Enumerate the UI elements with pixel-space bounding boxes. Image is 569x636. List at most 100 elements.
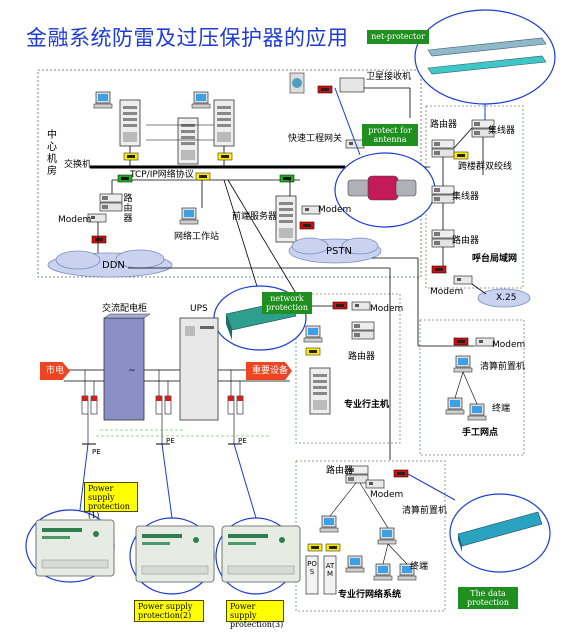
terminal-icon xyxy=(467,403,487,421)
arrester-icon xyxy=(164,395,172,415)
protector-icon xyxy=(91,235,107,244)
protector-icon xyxy=(325,543,341,552)
protector-icon xyxy=(299,221,315,230)
x25-label: X.25 xyxy=(496,293,517,303)
pos-terminal-icon xyxy=(305,555,319,595)
router-left-label: 路由器 xyxy=(123,194,133,224)
router-icon xyxy=(431,139,455,158)
ddn-cloud xyxy=(47,249,173,278)
satellite-receiver-icon xyxy=(339,77,365,93)
manual-branch-frame xyxy=(419,319,525,456)
protector-icon xyxy=(305,347,321,356)
center-room-label: 中心机房 xyxy=(47,130,57,177)
center-room-frame xyxy=(37,69,422,278)
power-supply-device-icon xyxy=(35,519,115,577)
call-center-frame xyxy=(425,105,524,289)
specialty-network-label: 专业行网络系统 xyxy=(338,590,402,600)
front-clearing-label: 清算前置机 xyxy=(480,362,526,372)
protector-icon xyxy=(195,172,211,181)
ps3-callout: Power supply protection(3) xyxy=(226,600,284,629)
router-icon xyxy=(431,229,455,248)
ac-cabinet-icon xyxy=(103,317,145,421)
router-specialty-label: 路由器 xyxy=(348,352,376,362)
terminal-icon xyxy=(345,555,365,573)
modem-specialty-label: Modem xyxy=(370,304,404,314)
mains-label: 市电 xyxy=(46,366,65,376)
ps1-callout: Power supply protection (1) xyxy=(84,482,138,520)
protect-antenna-callout: protect for antenna xyxy=(362,124,418,146)
switch-label: 交换机 xyxy=(64,160,92,170)
x25-cloud xyxy=(477,288,531,308)
data-protection-callout: The data protection xyxy=(458,587,518,609)
ddn-label: DDN xyxy=(102,260,125,271)
terminal-icon xyxy=(373,563,393,581)
terminal-branch-label: 终端 xyxy=(492,404,511,414)
front-clearing-pc-icon xyxy=(453,355,473,373)
modem-mid-label: Modem xyxy=(318,205,352,215)
protector-icon xyxy=(453,337,469,346)
pstn-cloud xyxy=(288,237,382,264)
front-clearing-bottom-label: 清算前置机 xyxy=(402,506,448,516)
protector-icon xyxy=(279,174,295,183)
modem-left-label: Modem xyxy=(58,215,92,225)
protector-icon xyxy=(393,469,409,478)
modem-right-label: Modem xyxy=(430,287,464,297)
modem-branch-label: Modem xyxy=(492,340,526,350)
satellite-label: 卫星接收机 xyxy=(366,72,412,82)
network-protection-callout: network protection xyxy=(262,292,312,314)
server-icon xyxy=(213,99,235,147)
arrester-icon xyxy=(81,395,89,415)
hub-right1-label: 集线器 xyxy=(488,126,516,136)
atm-icon xyxy=(323,555,337,595)
protector-icon xyxy=(453,151,469,160)
pstn-label: PSTN xyxy=(326,246,352,257)
protector-icon xyxy=(217,152,233,161)
router-icon xyxy=(351,321,375,340)
modem-icon xyxy=(365,479,385,489)
terminal-bottom-label: 终端 xyxy=(410,562,429,572)
router-right1-label: 路由器 xyxy=(430,120,458,130)
workstation-icon xyxy=(179,207,199,225)
modem-bottom-label: Modem xyxy=(370,490,404,500)
specialty-network-frame xyxy=(295,460,446,612)
workstation-label: 网络工作站 xyxy=(174,232,220,242)
power-supply-device-icon xyxy=(221,525,301,583)
call-center-label: 呼台局域网 xyxy=(472,254,518,264)
front-server-label: 前端服务器 xyxy=(232,212,278,222)
power-supply-device-icon xyxy=(135,525,215,583)
important-equipment-arrow: 重要设备 xyxy=(246,362,292,380)
pe-label-3: PE xyxy=(238,437,247,445)
manual-branch-label: 手工网点 xyxy=(462,428,499,438)
router-icon xyxy=(99,193,123,212)
pc-icon xyxy=(191,91,211,109)
arrester-icon xyxy=(90,395,98,415)
server-icon xyxy=(119,99,141,147)
protector-icon xyxy=(123,152,139,161)
page-title: 金融系统防雷及过压保护器的应用 xyxy=(26,26,349,50)
express-gateway-label: 快速工程网关 xyxy=(288,134,343,144)
pc-icon xyxy=(303,325,323,343)
arrester-icon xyxy=(227,395,235,415)
ps2-callout: Power supply protection(2) xyxy=(134,600,204,622)
pe-label-1: PE xyxy=(92,448,101,456)
terminal-icon xyxy=(445,397,465,415)
atm-label: ATM xyxy=(325,562,335,578)
ac-cabinet-label: 交流配电柜 xyxy=(102,304,148,314)
router-bottom-label: 路由器 xyxy=(326,466,354,476)
pos-label: POS xyxy=(307,560,317,576)
net-protector-callout: net-protector xyxy=(367,30,429,44)
arrester-icon xyxy=(236,395,244,415)
hub-right2-label: 集线器 xyxy=(452,192,480,202)
tcpip-label: TCP/IP网络协议 xyxy=(130,170,194,180)
cabinet-tilde: ~ xyxy=(128,366,136,376)
pc-icon xyxy=(319,515,339,533)
pe-label-2: PE xyxy=(166,437,175,445)
specialty-host-icon xyxy=(309,367,331,415)
front-clearing-pc-icon xyxy=(377,527,397,545)
cross-floor-label: 跨楼群双绞线 xyxy=(458,162,513,172)
modem-icon xyxy=(351,301,371,311)
mains-arrow: 市电 xyxy=(40,362,70,380)
protector-icon xyxy=(317,85,333,94)
